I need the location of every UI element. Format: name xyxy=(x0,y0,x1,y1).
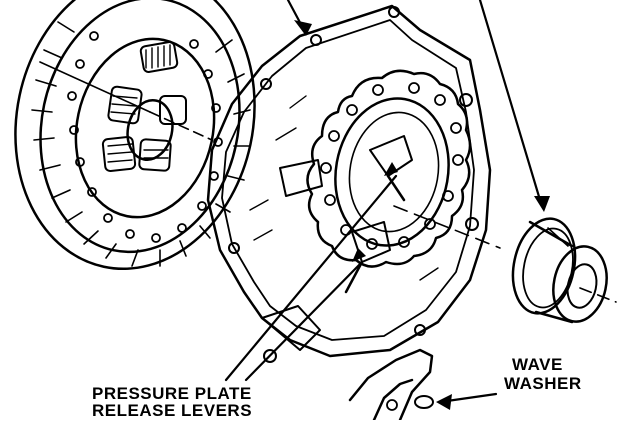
release-bearing xyxy=(511,217,608,324)
release-fork xyxy=(348,348,434,422)
pressure-plate-assembly xyxy=(206,4,492,363)
label-wave: WAVE xyxy=(512,355,563,374)
centre-axis xyxy=(393,205,617,303)
label-pressure-plate: PRESSURE PLATE xyxy=(92,384,252,403)
label-release-levers: RELEASE LEVERS xyxy=(92,401,253,420)
clutch-disc xyxy=(14,0,256,271)
leader-lines xyxy=(224,0,542,404)
label-washer: WASHER xyxy=(504,374,582,393)
arrow-heads xyxy=(294,20,550,410)
